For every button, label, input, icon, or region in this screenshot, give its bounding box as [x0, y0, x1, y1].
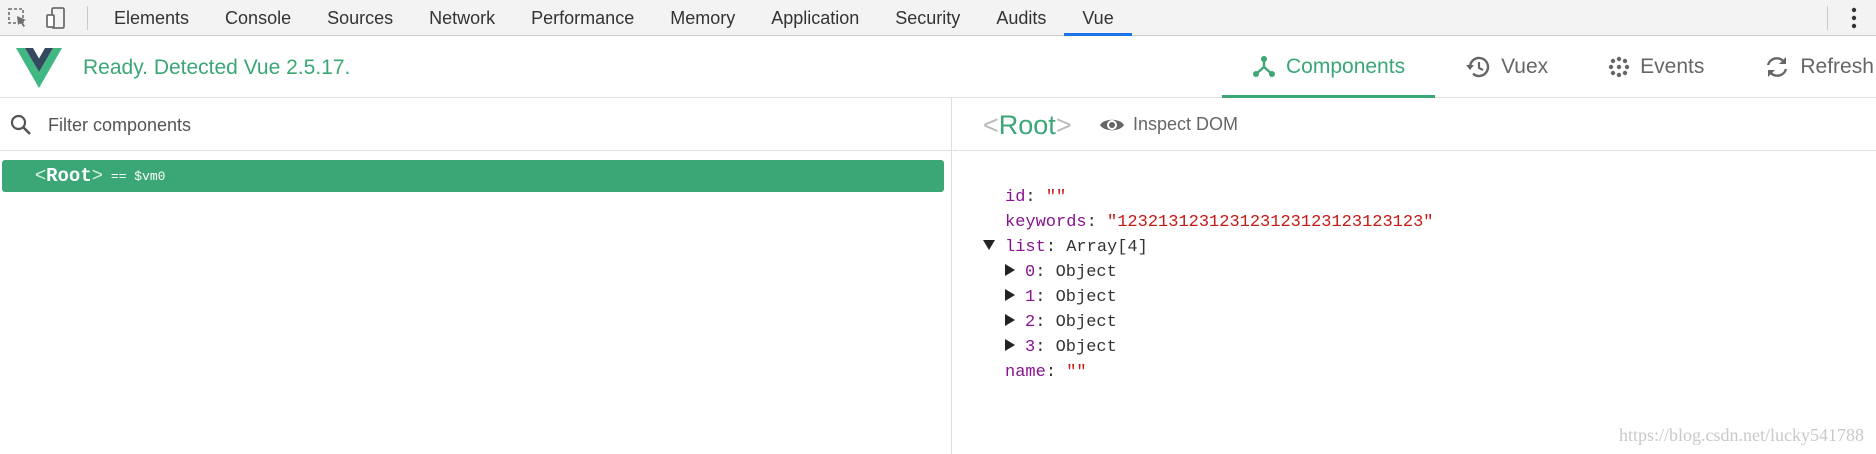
tab-audits[interactable]: Audits — [996, 8, 1047, 28]
components-icon — [1253, 56, 1275, 77]
search-icon — [10, 114, 31, 135]
devtools-tab-bar: Elements Console Sources Network Perform… — [0, 0, 1876, 36]
state-prop-keywords[interactable]: keywords: "12321312312312312312312312312… — [1005, 213, 1434, 232]
state-prop-list[interactable]: list: Array[4] — [983, 236, 1148, 260]
tab-components[interactable]: Components — [1222, 36, 1436, 98]
tab-elements[interactable]: Elements — [114, 8, 190, 28]
inspector-header: <Root> Inspect DOM — [953, 98, 1876, 151]
tag-close-bracket: > — [91, 165, 103, 186]
expanded-arrow-icon[interactable] — [983, 239, 995, 250]
tab-security[interactable]: Security — [895, 8, 961, 28]
prop-value: "" — [1045, 188, 1067, 207]
watermark: https://blog.csdn.net/lucky541788 — [1619, 425, 1864, 445]
prop-value: Object — [1055, 288, 1117, 307]
prop-value: Object — [1055, 313, 1117, 332]
collapsed-arrow-icon[interactable] — [1005, 338, 1015, 351]
tab-refresh[interactable]: Refresh — [1734, 36, 1876, 98]
tab-sources[interactable]: Sources — [327, 8, 394, 28]
tab-network[interactable]: Network — [429, 8, 496, 28]
inspect-element-icon[interactable] — [6, 6, 30, 30]
inspect-dom-label: Inspect DOM — [1133, 114, 1239, 134]
prop-value: Object — [1055, 338, 1117, 357]
tab-refresh-label: Refresh — [1800, 55, 1874, 78]
inspect-dom-button[interactable]: Inspect DOM — [1099, 114, 1238, 135]
tag-close-bracket: > — [1055, 110, 1072, 140]
prop-value: Array[4] — [1066, 238, 1148, 257]
tab-console[interactable]: Console — [225, 8, 292, 28]
prop-key: keywords — [1005, 213, 1087, 232]
devtools-tabs: Elements Console Sources Network Perform… — [96, 0, 1132, 36]
history-icon — [1466, 56, 1490, 78]
prop-key: list — [1005, 238, 1046, 257]
component-name: Root — [46, 165, 92, 187]
prop-key: 1 — [1025, 288, 1036, 307]
tab-performance[interactable]: Performance — [531, 8, 635, 28]
toolbar-divider — [1827, 6, 1828, 30]
prop-value: Object — [1055, 263, 1117, 282]
toolbar-divider — [87, 6, 88, 30]
prop-key: name — [1005, 363, 1046, 382]
tab-components-label: Components — [1286, 55, 1406, 78]
state-prop-id[interactable]: id: "" — [1005, 188, 1067, 207]
vue-nav-tabs: Components Vuex Events — [1222, 36, 1876, 98]
state-prop-list-item[interactable]: 1: Object — [1005, 286, 1117, 310]
more-options-icon[interactable] — [1850, 7, 1858, 29]
vue-logo-icon — [16, 48, 62, 88]
selected-component-title: <Root> — [983, 110, 1072, 141]
state-prop-list-item[interactable]: 3: Object — [1005, 336, 1117, 360]
prop-key: 0 — [1025, 263, 1036, 282]
tab-memory[interactable]: Memory — [670, 8, 736, 28]
component-tree-item-root[interactable]: < Root > == $vm0 — [2, 160, 944, 192]
filter-components-input[interactable] — [48, 112, 928, 138]
prop-value: "" — [1066, 363, 1087, 382]
component-inspector-pane: <Root> Inspect DOM id: "" keywords: "123… — [953, 98, 1876, 454]
collapsed-arrow-icon[interactable] — [1005, 263, 1015, 276]
state-prop-list-item[interactable]: 0: Object — [1005, 261, 1117, 285]
events-icon — [1608, 56, 1630, 78]
device-toolbar-icon[interactable] — [44, 6, 68, 30]
vue-detected-status: Ready. Detected Vue 2.5.17. — [83, 56, 351, 79]
tab-vue[interactable]: Vue — [1064, 0, 1132, 36]
prop-key: 3 — [1025, 338, 1036, 357]
tab-vuex-label: Vuex — [1501, 55, 1549, 78]
tag-open-bracket: < — [983, 110, 999, 140]
state-prop-name[interactable]: name: "" — [1005, 363, 1087, 382]
tab-application[interactable]: Application — [771, 8, 860, 28]
components-tree-pane: < Root > == $vm0 — [0, 98, 952, 454]
filter-bar — [0, 98, 952, 151]
tab-events-label: Events — [1640, 55, 1705, 78]
collapsed-arrow-icon[interactable] — [1005, 313, 1015, 326]
tag-open-bracket: < — [35, 165, 47, 186]
selected-component-name: Root — [998, 110, 1056, 140]
eye-icon — [1100, 119, 1124, 130]
prop-key: id — [1005, 188, 1026, 207]
tab-events[interactable]: Events — [1578, 36, 1734, 98]
prop-key: 2 — [1025, 313, 1036, 332]
vm-reference: == $vm0 — [110, 168, 166, 184]
state-prop-list-item[interactable]: 2: Object — [1005, 311, 1117, 335]
collapsed-arrow-icon[interactable] — [1005, 288, 1015, 301]
refresh-icon — [1767, 57, 1788, 77]
tab-vuex[interactable]: Vuex — [1435, 36, 1578, 98]
vue-devtools-header: Ready. Detected Vue 2.5.17. Components V… — [0, 36, 1876, 98]
prop-value: "123213123123123123123123123123" — [1107, 213, 1434, 232]
